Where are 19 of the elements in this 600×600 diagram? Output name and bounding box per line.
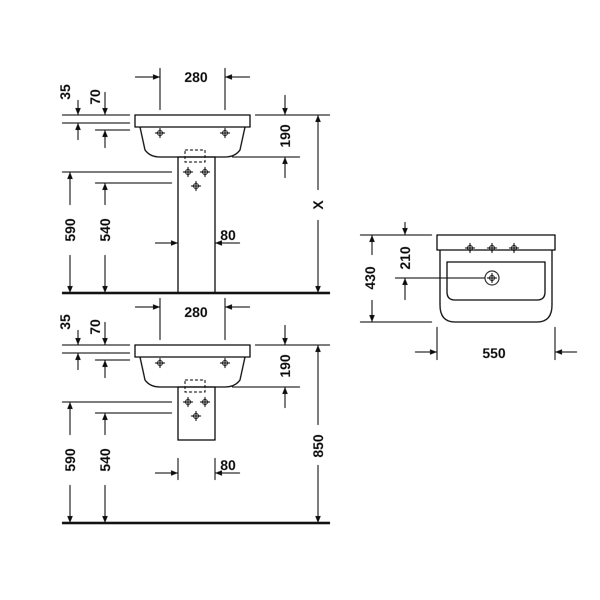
dimension-label: 540 (98, 448, 112, 472)
dimension-label: 430 (363, 266, 377, 290)
dimension-label: 190 (278, 354, 292, 378)
dimension-label: 590 (63, 448, 77, 472)
dimension-label: 80 (220, 228, 236, 242)
dimension-label: 280 (184, 305, 208, 319)
dimension-label: 190 (278, 124, 292, 148)
dimension-label: 35 (58, 84, 72, 100)
dimension-label: 280 (184, 70, 208, 84)
dimension-label: 70 (88, 89, 102, 105)
dimension-label: 35 (58, 314, 72, 330)
dimension-label: 590 (63, 218, 77, 242)
dimension-label: 850 (311, 434, 325, 458)
dimension-label: X (311, 200, 325, 210)
dimension-label: 550 (482, 346, 506, 360)
dimension-label: 80 (220, 458, 236, 472)
dimension-label: 210 (398, 246, 412, 270)
dimension-label: 540 (98, 218, 112, 242)
dimension-label: 70 (88, 319, 102, 335)
